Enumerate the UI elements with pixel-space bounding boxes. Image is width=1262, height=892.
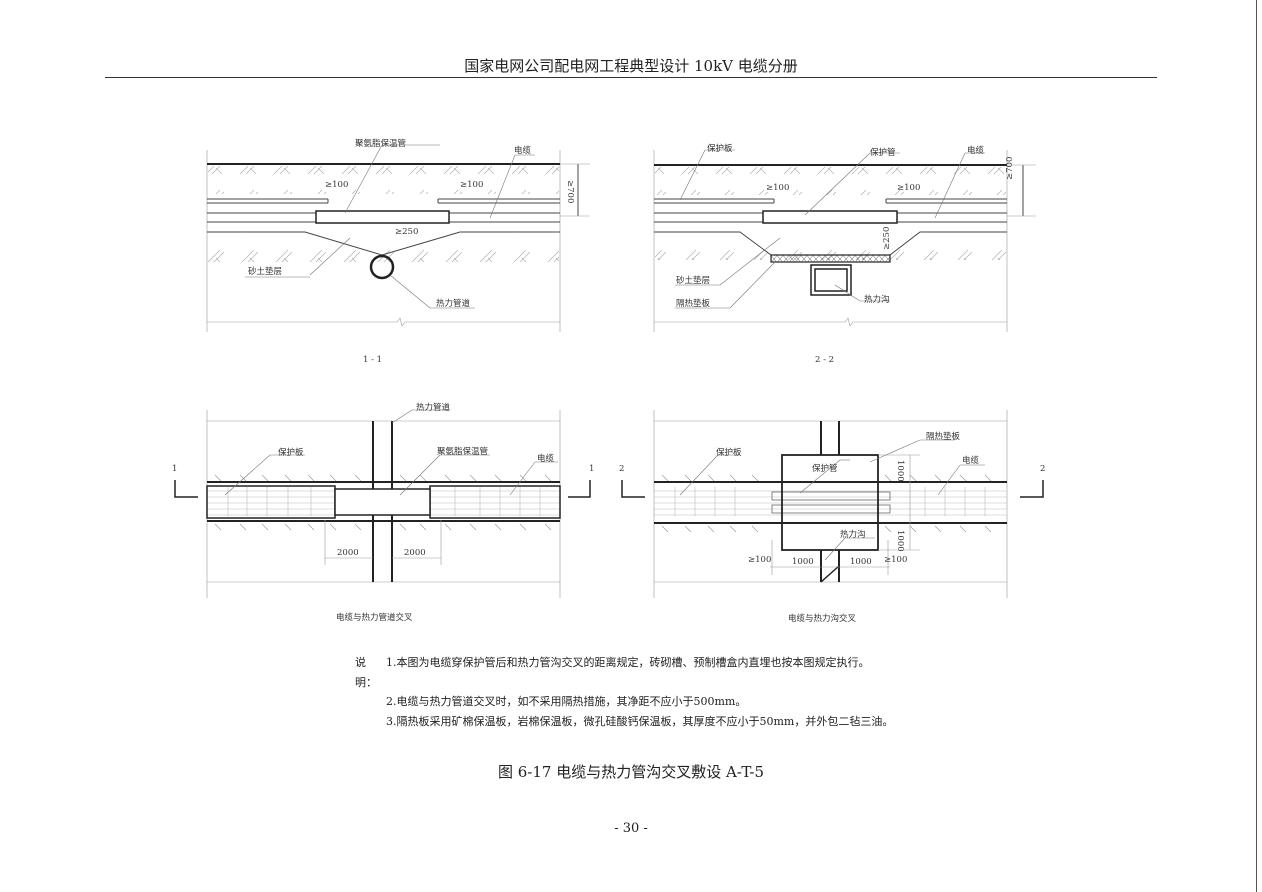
page-header: 国家电网公司配电网工程典型设计 10kV 电缆分册 bbox=[464, 57, 798, 75]
dim-left: 1000 bbox=[792, 557, 814, 567]
label-cable: 电缆 bbox=[962, 455, 980, 466]
note-item: 2.电缆与热力管道交叉时，如不采用隔热措施，其净距不应小于500mm。 bbox=[386, 695, 747, 708]
label-protection-pipe: 保护管 bbox=[812, 463, 838, 474]
notes: 说明： 1.本图为电缆穿保护管后和热力管沟交叉的距离规定，砖砌槽、预制槽盒内直埋也… bbox=[355, 653, 893, 731]
dim-gap-left: ≥100 bbox=[766, 183, 789, 193]
label-insulation-board: 隔热垫板 bbox=[676, 298, 711, 309]
label-protection-pipe: 保护管 bbox=[870, 147, 896, 158]
section-2-2-title: 2 - 2 bbox=[815, 355, 834, 365]
label-heat-trench: 热力沟 bbox=[840, 529, 866, 540]
figure-caption: 图 6-17 电缆与热力管沟交叉敷设 A-T-5 bbox=[497, 763, 765, 781]
dim-bottom: 1000 bbox=[895, 530, 905, 552]
dim-depth: ≥700 bbox=[565, 180, 575, 203]
section-mark-right: 1 bbox=[589, 464, 594, 474]
section-1-1-drawing bbox=[206, 144, 590, 332]
section-mark-left: 2 bbox=[619, 464, 624, 474]
page-number: - 30 - bbox=[614, 821, 648, 836]
dim-right: 1000 bbox=[850, 557, 872, 567]
notes-label: 说明： bbox=[355, 656, 377, 689]
note-item: 3.隔热板采用矿棉保温板，岩棉保温板，微孔硅酸钙保温板，其厚度不应小于50mm，… bbox=[386, 714, 894, 728]
label-heat-trench: 热力沟 bbox=[864, 294, 890, 305]
plan-trench-drawing bbox=[621, 410, 1044, 598]
label-protection-plate: 保护板 bbox=[707, 143, 733, 154]
label-sand-layer: 砂土垫层 bbox=[248, 266, 282, 277]
dim-gap-left: ≥100 bbox=[748, 555, 771, 565]
dim-clearance: ≥250 bbox=[395, 227, 418, 237]
dim-gap-left: ≥100 bbox=[325, 180, 348, 190]
dim-depth: ≥700 bbox=[1005, 157, 1015, 180]
dim-gap-right: ≥100 bbox=[460, 180, 483, 190]
plan-pipe-drawing bbox=[174, 409, 591, 598]
dim-top: 1000 bbox=[895, 460, 905, 482]
label-heat-pipe: 热力管道 bbox=[416, 402, 451, 413]
section-2-2-drawing bbox=[653, 149, 1036, 332]
dim-left: 2000 bbox=[337, 548, 359, 558]
label-cable: 电缆 bbox=[537, 453, 555, 464]
section-mark-left: 1 bbox=[172, 464, 177, 474]
note-item: 1.本图为电缆穿保护管后和热力管沟交叉的距离规定，砖砌槽、预制槽盒内直埋也按本图… bbox=[386, 656, 870, 669]
label-cable: 电缆 bbox=[514, 145, 532, 156]
dim-gap-right: ≥100 bbox=[897, 183, 920, 193]
label-insulation-board: 隔热垫板 bbox=[926, 431, 961, 442]
label-protection-plate: 保护板 bbox=[716, 447, 742, 458]
page-border bbox=[1256, 0, 1257, 892]
label-insulation-pipe: 聚氨脂保温管 bbox=[355, 138, 406, 149]
label-sand-layer: 砂土垫层 bbox=[676, 275, 710, 286]
header-rule bbox=[105, 77, 1157, 78]
label-insulation-pipe: 聚氨脂保温管 bbox=[437, 446, 488, 457]
dim-right: 2000 bbox=[404, 548, 426, 558]
label-heat-pipe: 热力管道 bbox=[436, 298, 471, 309]
section-mark-right: 2 bbox=[1040, 464, 1045, 474]
plan-trench-caption: 电缆与热力沟交叉 bbox=[788, 613, 857, 624]
label-cable: 电缆 bbox=[967, 145, 985, 156]
dim-clearance: ≥250 bbox=[882, 227, 892, 250]
label-protection-plate: 保护板 bbox=[278, 447, 304, 458]
section-1-1-title: 1 - 1 bbox=[363, 355, 382, 365]
plan-pipe-caption: 电缆与热力管道交叉 bbox=[336, 612, 413, 623]
dim-gap-right: ≥100 bbox=[884, 555, 907, 565]
